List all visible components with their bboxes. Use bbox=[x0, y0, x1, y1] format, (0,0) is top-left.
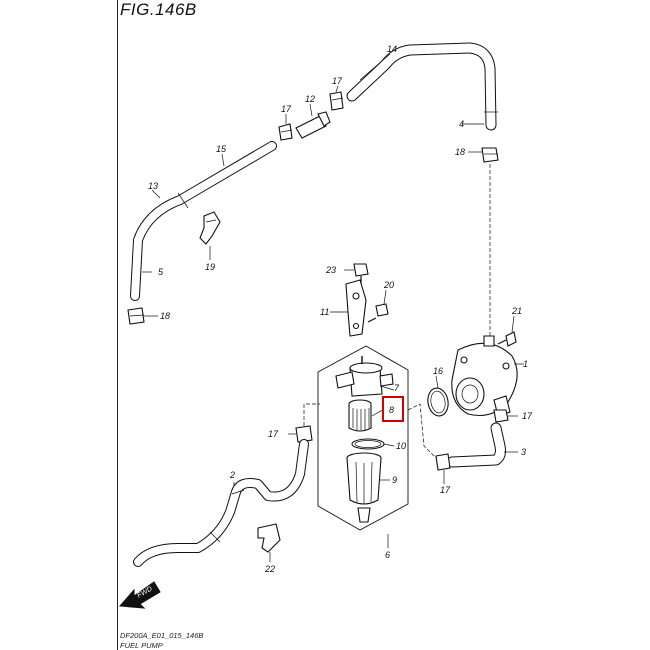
callout-2: 2 bbox=[229, 470, 235, 480]
hose-3[interactable] bbox=[446, 422, 506, 468]
filter-head-7[interactable] bbox=[335, 356, 394, 397]
fuel-pump-1[interactable] bbox=[451, 335, 518, 417]
callout-21: 21 bbox=[511, 306, 522, 316]
page-frame-line bbox=[117, 0, 118, 650]
callout-14: 14 bbox=[387, 44, 397, 54]
callout-5: 5 bbox=[158, 267, 164, 277]
callout-16: 16 bbox=[433, 366, 443, 376]
callout-17-bottom-right: 17 bbox=[440, 485, 451, 495]
callout-12: 12 bbox=[305, 94, 315, 104]
bracket-11[interactable] bbox=[345, 279, 367, 337]
callout-23: 23 bbox=[325, 265, 336, 275]
hose-2[interactable] bbox=[133, 439, 309, 567]
callout-7: 7 bbox=[394, 383, 400, 393]
clamp-18-upper[interactable] bbox=[481, 147, 499, 163]
callout-18-top: 18 bbox=[455, 147, 465, 157]
callout-6: 6 bbox=[385, 550, 390, 560]
callout-17-left: 17 bbox=[268, 429, 279, 439]
callout-17-top-left: 17 bbox=[281, 104, 292, 114]
callout-9: 9 bbox=[392, 475, 397, 485]
clamp-17-lower-right[interactable] bbox=[435, 453, 451, 471]
callout-3: 3 bbox=[521, 447, 526, 457]
callout-13: 13 bbox=[148, 181, 158, 191]
callout-18-bottom: 18 bbox=[160, 311, 170, 321]
clamp-18-lower[interactable] bbox=[127, 307, 145, 325]
filter-cup-9[interactable] bbox=[346, 452, 382, 523]
callout-8: 8 bbox=[389, 405, 394, 415]
fuel-filter-assembly-box-6 bbox=[317, 345, 409, 531]
callout-20: 20 bbox=[383, 280, 394, 290]
figure-name: FUEL PUMP bbox=[120, 641, 163, 650]
figure-title: FIG.146B bbox=[120, 0, 197, 19]
hose-13[interactable] bbox=[130, 141, 277, 301]
clamp-17-upper-left[interactable] bbox=[278, 123, 293, 141]
bolt-21[interactable] bbox=[497, 331, 517, 347]
callout-17-top-right: 17 bbox=[332, 76, 343, 86]
clip-22[interactable] bbox=[257, 523, 281, 553]
callout-11: 11 bbox=[320, 307, 329, 317]
callout-10: 10 bbox=[396, 441, 406, 451]
hose-14[interactable] bbox=[346, 42, 498, 131]
callout-8-highlight[interactable]: 8 bbox=[382, 396, 404, 422]
callout-17-pump-right: 17 bbox=[522, 411, 533, 421]
joint-12[interactable] bbox=[295, 111, 331, 139]
clamp-17-left[interactable] bbox=[295, 425, 313, 443]
filter-element-8[interactable] bbox=[348, 399, 372, 432]
o-ring-10[interactable] bbox=[351, 438, 385, 450]
figure-code: DF200A_E01_015_146B bbox=[120, 631, 204, 640]
leader-lines bbox=[142, 53, 524, 562]
fwd-direction-arrow: FWD bbox=[118, 581, 161, 609]
callout-19: 19 bbox=[205, 262, 215, 272]
clip-19[interactable] bbox=[199, 211, 221, 245]
callout-1: 1 bbox=[523, 359, 528, 369]
bolt-20[interactable] bbox=[367, 303, 389, 323]
clamp-17-upper-right[interactable] bbox=[329, 91, 344, 111]
o-ring-16[interactable] bbox=[426, 386, 451, 417]
callout-4: 4 bbox=[459, 119, 464, 129]
clamp-17-pump[interactable] bbox=[493, 409, 509, 423]
callout-15: 15 bbox=[216, 144, 227, 154]
callout-22: 22 bbox=[264, 564, 275, 574]
